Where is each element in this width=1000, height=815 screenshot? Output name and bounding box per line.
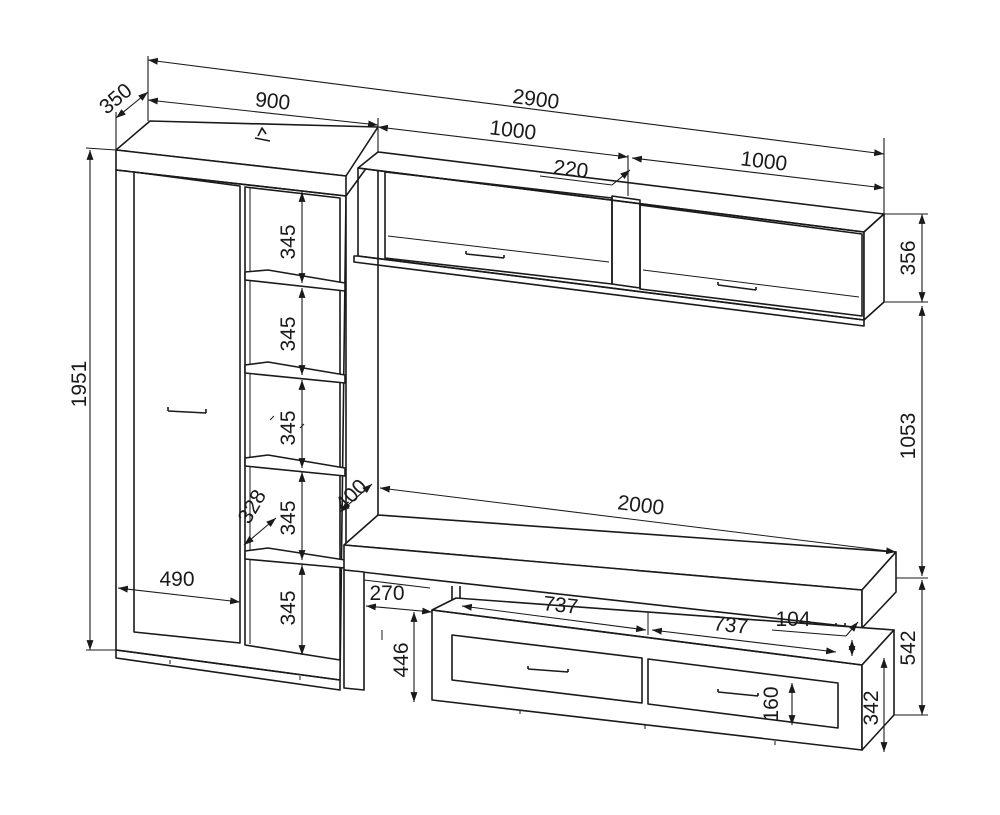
handle-right-icon: [717, 282, 757, 291]
shelf-4: [244, 547, 346, 569]
label-upper-right-width: 1000: [739, 147, 788, 176]
upper-cabinet-bottom: [353, 255, 865, 327]
dimension-lines: [85, 56, 928, 752]
label-upper-left-width: 1000: [488, 116, 537, 145]
label-depth-top: 350: [95, 79, 137, 119]
label-upper-cabinet-height: 356: [897, 240, 920, 275]
drawer-handle-right-icon: [717, 689, 759, 697]
label-gap-height: 1053: [897, 413, 920, 460]
label-shelf-height-4: 345: [277, 500, 300, 535]
label-drawer-width-right: 737: [712, 612, 749, 639]
label-wardrobe-width: 900: [254, 88, 291, 115]
shelf-3: [244, 454, 346, 477]
label-total-height: 1951: [68, 361, 91, 408]
tall-cabinet-body: [115, 169, 347, 681]
drawer-right: [647, 658, 839, 729]
label-overhang: 104: [775, 608, 810, 631]
drawer-left: [451, 634, 643, 704]
tv-unit: [343, 514, 897, 751]
door-handle-icon: [167, 407, 207, 414]
upper-cabinet-side: [863, 213, 885, 321]
upper-cabinets: [353, 151, 885, 327]
tv-unit-top-side: [861, 551, 897, 629]
tall-cabinet-base: [115, 649, 341, 691]
label-upper-shelf-depth: 220: [552, 156, 590, 183]
dimension-labels: 2900 350 900 1000 1000 220 1951 345 345 …: [68, 79, 920, 726]
upper-cabinet-top: [357, 151, 885, 233]
upper-door-right: [639, 204, 863, 317]
open-shelving: [244, 186, 341, 661]
tall-cabinet: [115, 120, 379, 691]
label-niche-height: 446: [390, 642, 413, 677]
label-niche-width: 270: [369, 582, 404, 605]
label-drawer-height: 160: [760, 686, 783, 721]
label-shelf-height-3: 345: [277, 410, 300, 445]
label-shelf-height-2: 345: [277, 316, 300, 351]
label-shelf-height-5: 345: [277, 590, 300, 625]
label-shelf-height-1: 345: [277, 224, 300, 259]
label-drawer-width-left: 737: [542, 592, 579, 619]
drawer-handle-left-icon: [527, 666, 569, 673]
tall-cabinet-door: [133, 171, 241, 644]
label-base-height: 342: [860, 690, 883, 725]
upper-divider: [611, 195, 641, 289]
label-overall-width: 2900: [511, 85, 560, 114]
label-tv-unit-height: 542: [897, 630, 920, 665]
tv-unit-left-leg: [343, 569, 365, 691]
shelf-2: [244, 361, 346, 384]
shelf-1: [244, 269, 346, 292]
handle-left-icon: [465, 251, 505, 259]
label-door-width: 490: [159, 568, 194, 591]
label-tv-unit-width: 2000: [616, 491, 665, 520]
